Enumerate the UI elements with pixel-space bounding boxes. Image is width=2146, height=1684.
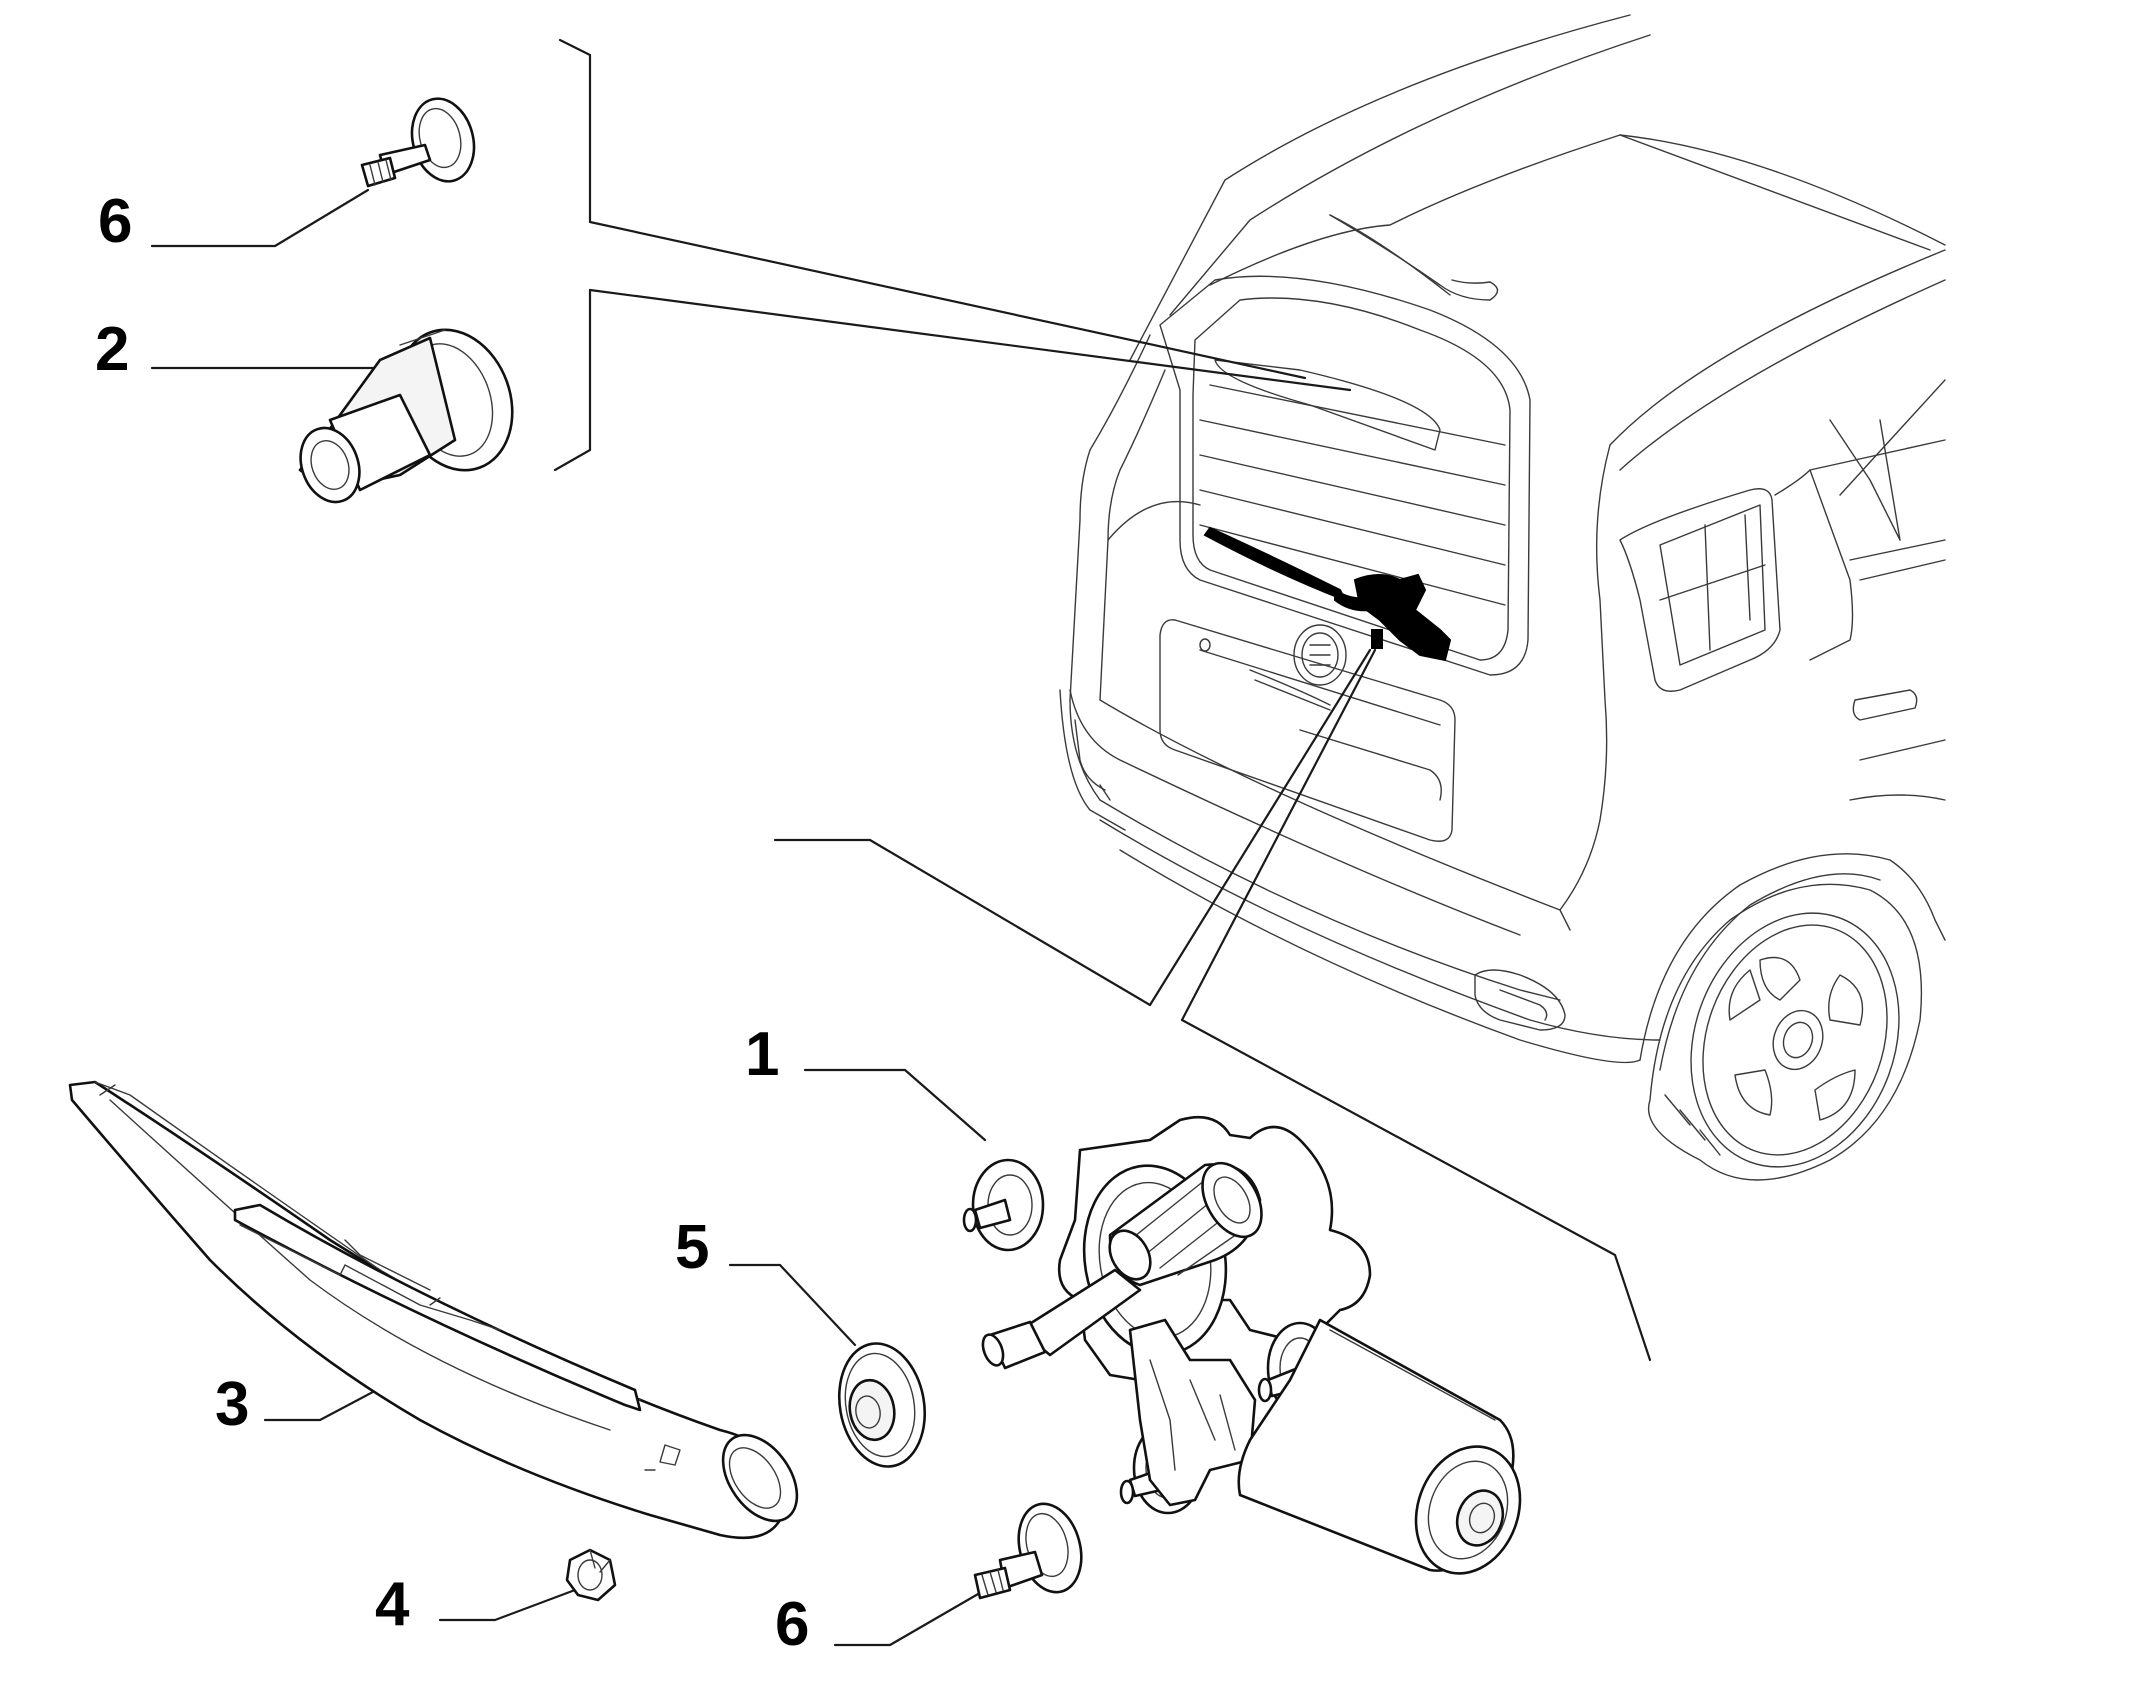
part-4-nut xyxy=(565,1548,617,1602)
part-3-wiper-arm xyxy=(68,1080,799,1540)
callout-1: 1 xyxy=(745,1020,779,1089)
car-illustration xyxy=(1059,14,1946,1181)
part-6-lower-stud xyxy=(973,1502,1083,1600)
part-5-seal xyxy=(837,1342,927,1468)
leader-4 xyxy=(438,1588,577,1622)
leader-6-top xyxy=(150,188,370,248)
part-6-upper-stud xyxy=(360,97,476,188)
part-1-wiper-motor xyxy=(962,1115,1522,1575)
part-2-grommet xyxy=(298,328,514,504)
leader-lines xyxy=(150,38,1652,1647)
callout-4: 4 xyxy=(375,1570,410,1639)
callout-3: 3 xyxy=(215,1370,249,1439)
callout-2: 2 xyxy=(95,315,129,384)
callout-5: 5 xyxy=(675,1213,709,1282)
leader-6-bottom xyxy=(833,1588,987,1647)
leader-5 xyxy=(728,1263,857,1347)
leader-1 xyxy=(803,1068,987,1142)
callout-6-upper: 6 xyxy=(98,187,132,256)
callout-6-lower: 6 xyxy=(775,1590,809,1659)
callout-labels: 6 2 1 5 3 4 6 xyxy=(95,187,809,1659)
